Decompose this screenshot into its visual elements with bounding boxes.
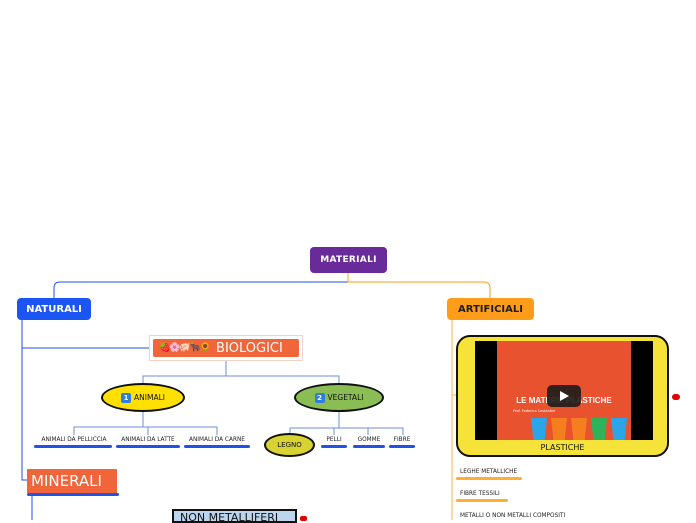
- video-subtitle: Prof. Federica Costantini: [513, 409, 556, 413]
- branch-underline: [456, 499, 508, 502]
- topic-fibre-tessili[interactable]: FIBRE TESSILI: [460, 491, 500, 497]
- branch-underline: [34, 445, 112, 448]
- topic-leghe-metalliche[interactable]: LEGHE METALLICHE: [460, 469, 518, 475]
- topic-vegetali-label: VEGETALI: [327, 393, 364, 402]
- topic-animali[interactable]: 1 ANIMALI: [101, 383, 185, 412]
- topic-fibre[interactable]: FIBRE: [393, 437, 411, 443]
- attachment-icon[interactable]: [672, 394, 680, 400]
- topic-naturali[interactable]: NATURALI: [17, 298, 91, 320]
- branch-underline: [353, 445, 385, 448]
- number-badge-icon: 1: [121, 392, 132, 403]
- cup-icon: [591, 418, 607, 440]
- branch-underline: [184, 445, 250, 448]
- cup-icon: [551, 418, 567, 440]
- topic-minerali[interactable]: MINERALI: [27, 469, 117, 493]
- branch-underline: [321, 445, 347, 448]
- attachment-icon[interactable]: [300, 516, 307, 521]
- branch-underline: [116, 445, 180, 448]
- branch-underline: [456, 477, 522, 480]
- cup-icon: [611, 418, 627, 440]
- topic-gomme[interactable]: GOMME: [357, 437, 381, 443]
- cup-icon: [571, 418, 587, 440]
- topic-pelli[interactable]: PELLI: [326, 437, 342, 443]
- topic-animali-da-carne[interactable]: ANIMALI DA CARNE: [189, 437, 245, 443]
- topic-vegetali[interactable]: 2 VEGETALI: [294, 383, 384, 412]
- branch-underline: [27, 493, 119, 496]
- topic-plastiche[interactable]: LE MATERIE PLASTICHE Prof. Federica Cost…: [456, 335, 669, 457]
- topic-materiali[interactable]: MATERIALI: [310, 247, 387, 273]
- play-icon[interactable]: [547, 385, 581, 407]
- video-embed[interactable]: LE MATERIE PLASTICHE Prof. Federica Cost…: [475, 341, 653, 440]
- branch-underline: [389, 445, 415, 448]
- topic-biologici-label: BIOLOGICI: [216, 340, 283, 356]
- topic-biologici[interactable]: 🍓🌸🐖🐂🌻 BIOLOGICI: [149, 335, 303, 361]
- topic-metalli-compositi[interactable]: METALLI O NON METALLI COMPOSITI: [460, 513, 566, 519]
- topic-legno[interactable]: LEGNO: [264, 433, 315, 457]
- topic-animali-da-pelliccia[interactable]: ANIMALI DA PELLICCIA: [41, 437, 107, 443]
- emoji-strip-icon: 🍓🌸🐖🐂🌻: [159, 343, 211, 353]
- cup-icon: [531, 418, 547, 440]
- topic-plastiche-label: PLASTICHE: [540, 443, 585, 452]
- topic-artificiali[interactable]: ARTIFICIALI: [447, 298, 534, 320]
- topic-non-metalliferi[interactable]: NON METALLIFERI: [172, 509, 297, 523]
- video-thumbnail: LE MATERIE PLASTICHE Prof. Federica Cost…: [497, 341, 631, 440]
- topic-animali-da-latte[interactable]: ANIMALI DA LATTE: [121, 437, 175, 443]
- topic-animali-label: ANIMALI: [134, 393, 165, 402]
- number-badge-icon: 2: [314, 392, 325, 403]
